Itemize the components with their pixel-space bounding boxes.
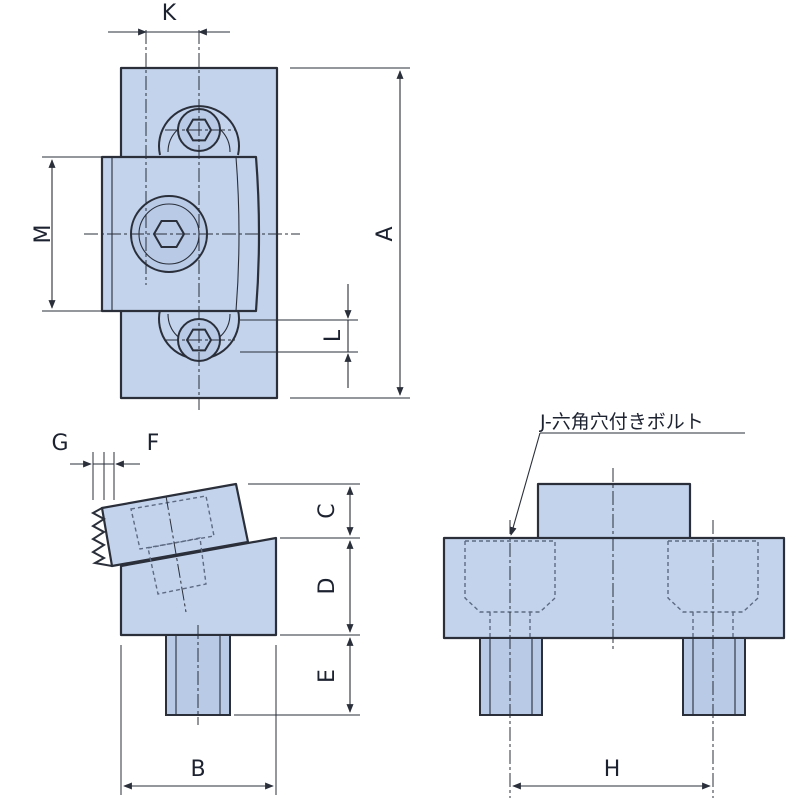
dim-g-label: G (51, 431, 68, 456)
dim-e-label: E (315, 669, 340, 683)
front-view (442, 468, 786, 798)
side-tilted-centerline (165, 495, 187, 613)
dim-b-label: B (190, 757, 205, 782)
dim-l-label: L (321, 329, 346, 342)
serrated-jaw (90, 507, 113, 567)
dim-c-label: C (315, 503, 340, 518)
dim-k-label: K (162, 1, 177, 26)
bolt-callout-label: J-六角穴付きボルト (539, 411, 704, 433)
top-view (84, 30, 300, 410)
upper-hex-socket (185, 118, 213, 142)
front-left-counterbore (464, 540, 556, 613)
dim-d-label: D (315, 578, 340, 595)
callout-leader-arrow (509, 432, 541, 536)
side-view-dimensions: G F C D E B (51, 431, 360, 795)
front-base (442, 536, 786, 640)
clamp-block-edge-right (235, 156, 240, 312)
side-wedge (100, 482, 250, 568)
front-view-dimensions: H J-六角穴付きボルト (509, 411, 745, 790)
side-body (119, 536, 278, 637)
front-right-counterbore (667, 540, 759, 613)
side-hidden-bolt-shank (147, 537, 207, 595)
dim-m-label: M (31, 225, 56, 244)
dim-h-label: H (604, 757, 621, 782)
top-view-dimensions: K M A L (31, 1, 410, 399)
front-upper-block (536, 482, 692, 542)
side-hidden-bolt-head (130, 495, 215, 550)
side-view (90, 482, 278, 725)
front-left-pin (479, 637, 543, 716)
front-right-pin (682, 637, 746, 716)
lower-hex-socket (185, 328, 213, 352)
dim-a-label: A (373, 226, 398, 241)
dim-f-label: F (147, 431, 160, 456)
